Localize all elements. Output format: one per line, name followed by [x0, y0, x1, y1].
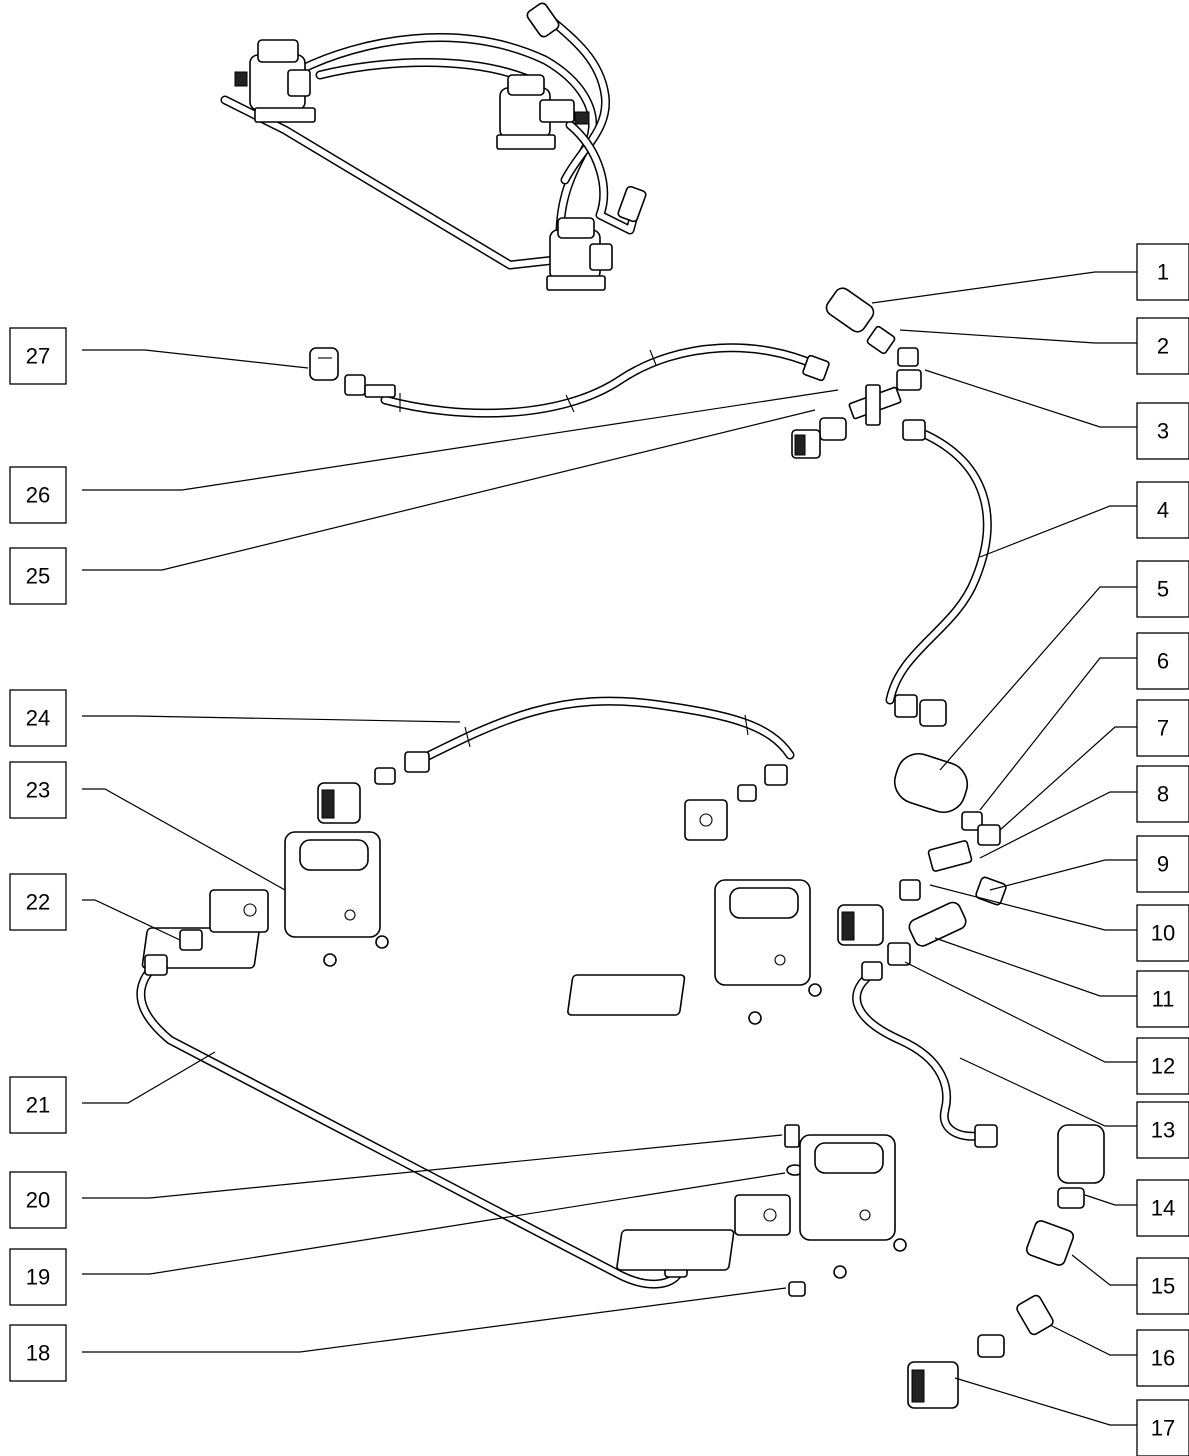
callout-27-label: 27 [26, 344, 50, 369]
callout-18-label: 18 [26, 1341, 50, 1366]
callout-21: 21 [9, 1076, 67, 1134]
flange-lower-icon [734, 1194, 791, 1236]
callout-27: 27 [9, 327, 67, 385]
lower-pump-group [616, 1124, 1105, 1409]
callout-11-label: 11 [1152, 987, 1175, 1012]
callout-15: 15 [1136, 1257, 1189, 1315]
callout-14: 14 [1136, 1179, 1189, 1237]
fitting-10-icon [899, 879, 921, 901]
callout-4-label: 4 [1157, 498, 1169, 523]
callout-7-label: 7 [1157, 716, 1169, 741]
left-pump-group [136, 696, 795, 1289]
callout-24: 24 [9, 689, 67, 747]
flange-icon [684, 799, 728, 841]
callout-4: 4 [1136, 481, 1189, 539]
callout-11: 11 [1136, 970, 1189, 1028]
fitting-14-icon [1057, 1187, 1085, 1209]
fitting-1-icon [825, 287, 875, 333]
callout-19-label: 19 [26, 1265, 50, 1290]
callout-10: 10 [1136, 904, 1189, 962]
callout-17-label: 17 [1151, 1416, 1175, 1441]
nut-18-icon [788, 1281, 806, 1297]
fitting-14-top-icon [1057, 1124, 1105, 1184]
callout-12: 12 [1136, 1037, 1189, 1095]
callout-23: 23 [9, 761, 67, 819]
callout-22-label: 22 [26, 890, 50, 915]
bolt-20-icon [784, 1124, 800, 1148]
fitting-2-icon [866, 325, 896, 355]
callout-6: 6 [1136, 632, 1189, 690]
callout-8: 8 [1136, 765, 1189, 823]
callout-21-label: 21 [26, 1093, 50, 1118]
callout-9: 9 [1136, 835, 1189, 893]
callout-3: 3 [1136, 402, 1189, 460]
callout-20: 20 [9, 1171, 67, 1229]
callout-22: 22 [9, 873, 67, 931]
fitting-11-icon [908, 901, 967, 947]
callout-2: 2 [1136, 317, 1189, 375]
tee-fitting-25-icon [791, 384, 902, 459]
callout-15-label: 15 [1151, 1274, 1175, 1299]
callout-19: 19 [9, 1248, 67, 1306]
callout-5-label: 5 [1157, 577, 1169, 602]
callout-6-label: 6 [1157, 649, 1169, 674]
fitting-5-icon [893, 753, 969, 813]
gear-pump-lower-icon [616, 1134, 907, 1279]
callout-5: 5 [1136, 560, 1189, 618]
callout-1: 1 [1136, 243, 1189, 301]
callout-2-label: 2 [1157, 334, 1169, 359]
callout-25: 25 [9, 547, 67, 605]
leader-lines [82, 271, 1137, 1426]
callout-16: 16 [1136, 1329, 1189, 1387]
callout-18: 18 [9, 1324, 67, 1382]
callout-17: 17 [1136, 1399, 1189, 1456]
callout-10-label: 10 [1151, 921, 1175, 946]
callout-13-label: 13 [1151, 1118, 1175, 1143]
flange-22-icon [209, 889, 269, 933]
gear-pump-23-icon [141, 831, 389, 969]
callout-25-label: 25 [26, 564, 50, 589]
gear-pump-center-icon [567, 879, 822, 1025]
callout-13: 13 [1136, 1101, 1189, 1159]
top-hose-group [309, 287, 992, 727]
fitting-9-icon [975, 876, 1007, 906]
right-pump-group [567, 753, 1007, 1148]
callout-1-label: 1 [1157, 260, 1169, 285]
elbow-16-icon [1016, 1294, 1054, 1336]
callout-12-label: 12 [1151, 1054, 1175, 1079]
tee-fitting-8-icon [927, 840, 973, 872]
fitting-12-icon [887, 942, 911, 966]
callout-20-label: 20 [26, 1188, 50, 1213]
callout-9-label: 9 [1157, 852, 1169, 877]
callout-26-label: 26 [26, 483, 50, 508]
elbow-15-icon [1025, 1220, 1075, 1266]
fitting-6-icon [961, 811, 983, 831]
callout-23-label: 23 [26, 778, 50, 803]
fitting-3-icon [897, 347, 919, 367]
callout-16-label: 16 [1151, 1346, 1175, 1371]
assembly-overview-icon [220, 2, 647, 291]
callout-8-label: 8 [1157, 782, 1169, 807]
fitting-7-icon [977, 824, 1001, 846]
callout-3-label: 3 [1157, 419, 1169, 444]
elbow-fitting-27-icon [309, 347, 339, 381]
callout-26: 26 [9, 466, 67, 524]
callout-14-label: 14 [1151, 1196, 1175, 1221]
callout-7: 7 [1136, 699, 1189, 757]
callout-24-label: 24 [26, 706, 50, 731]
